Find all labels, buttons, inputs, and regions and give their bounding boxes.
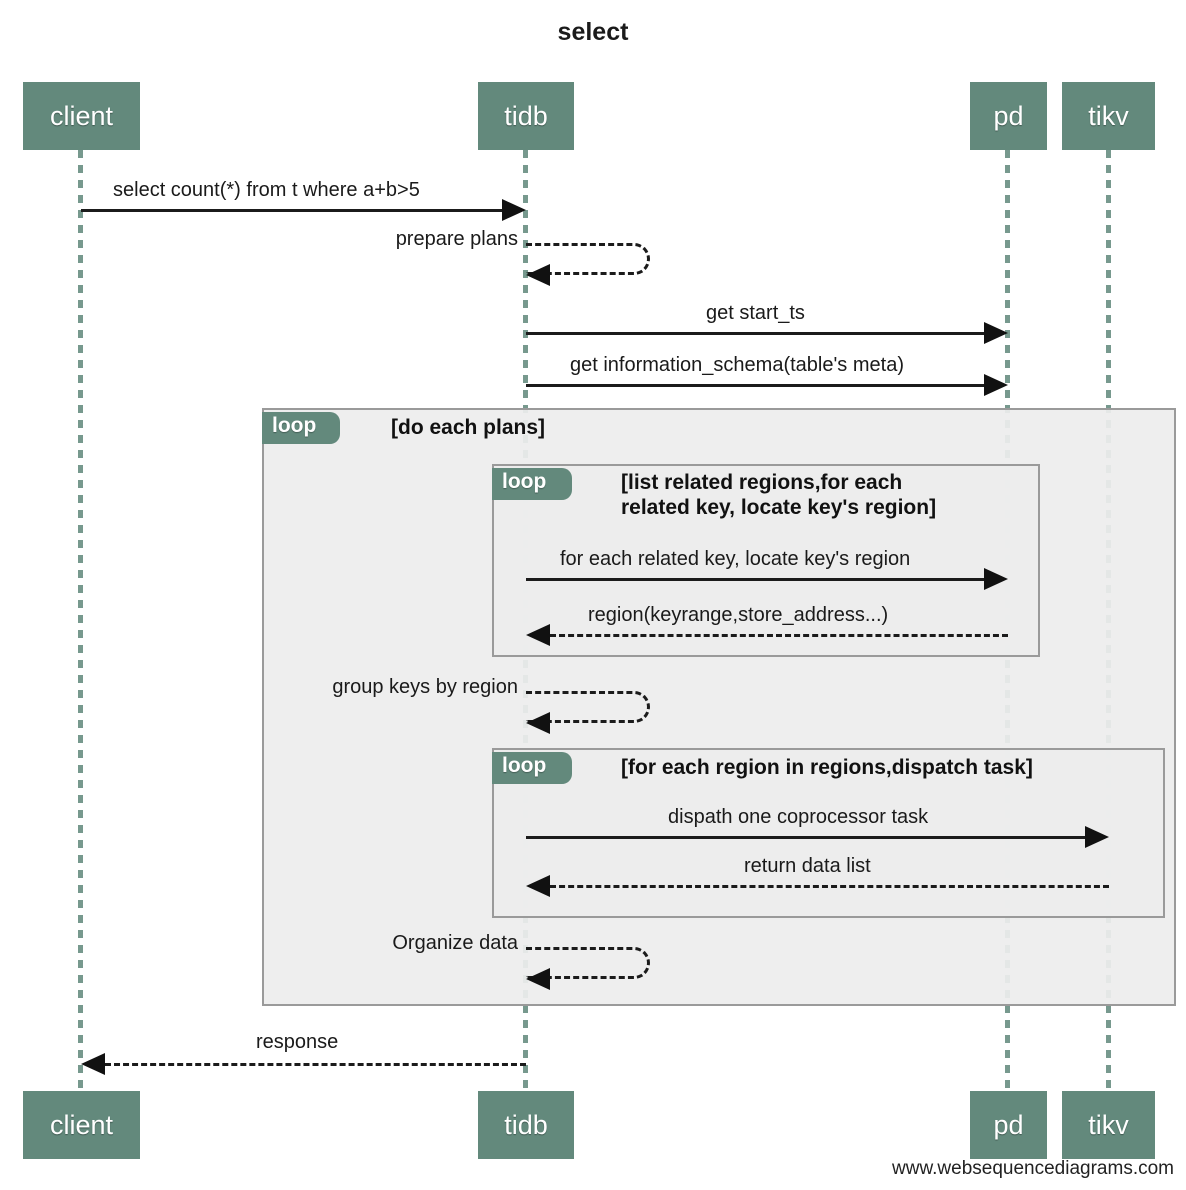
- fragment-loop-list-related-regions: [492, 464, 1040, 657]
- arrowhead-left-icon: [526, 712, 550, 734]
- participant-tidb-bottom[interactable]: tidb: [478, 1091, 574, 1159]
- self-message-loop: [526, 947, 650, 979]
- arrowhead-left-icon: [526, 264, 550, 286]
- fragment-label-inner-2: loop: [492, 752, 572, 784]
- participant-pd-bottom[interactable]: pd: [970, 1091, 1047, 1159]
- message-line: [550, 885, 1109, 888]
- lifeline-client: [78, 150, 83, 1091]
- arrowhead-right-icon: [1085, 826, 1109, 848]
- page-title: select: [557, 18, 629, 46]
- message-label: return data list: [744, 855, 871, 877]
- arrowhead-right-icon: [984, 568, 1008, 590]
- fragment-condition-inner-2: [for each region in regions,dispatch tas…: [621, 756, 1033, 779]
- self-message-loop: [526, 691, 650, 723]
- fragment-condition-inner-1: [list related regions,for each related k…: [621, 471, 937, 520]
- arrowhead-left-icon: [526, 968, 550, 990]
- message-label: get start_ts: [706, 302, 805, 324]
- message-line: [526, 836, 1085, 839]
- fragment-label-inner-1: loop: [492, 468, 572, 500]
- arrowhead-right-icon: [984, 322, 1008, 344]
- self-message-loop: [526, 243, 650, 275]
- message-label: Organize data: [392, 932, 518, 954]
- participant-tikv-top[interactable]: tikv: [1062, 82, 1155, 150]
- arrowhead-left-icon: [526, 624, 550, 646]
- fragment-label-outer: loop: [262, 412, 340, 444]
- participant-client-top[interactable]: client: [23, 82, 140, 150]
- message-label: for each related key, locate key's regio…: [560, 548, 911, 570]
- arrowhead-left-icon: [81, 1053, 105, 1075]
- message-line: [105, 1063, 526, 1066]
- participant-pd-top[interactable]: pd: [970, 82, 1047, 150]
- message-label: get information_schema(table's meta): [570, 354, 904, 376]
- participant-tikv-bottom[interactable]: tikv: [1062, 1091, 1155, 1159]
- message-label: prepare plans: [395, 228, 518, 250]
- message-line: [526, 578, 984, 581]
- message-line: [526, 384, 984, 387]
- message-line: [81, 209, 502, 212]
- message-label: dispath one coprocessor task: [668, 806, 929, 828]
- message-line: [550, 634, 1008, 637]
- fragment-loop-dispatch-task: [492, 748, 1165, 918]
- arrowhead-left-icon: [526, 875, 550, 897]
- arrowhead-right-icon: [984, 374, 1008, 396]
- participant-client-bottom[interactable]: client: [23, 1091, 140, 1159]
- fragment-condition-outer: [do each plans]: [391, 416, 546, 439]
- message-label: group keys by region: [332, 676, 518, 698]
- participant-tidb-top[interactable]: tidb: [478, 82, 574, 150]
- message-label: response: [256, 1031, 339, 1053]
- message-label: region(keyrange,store_address...): [588, 604, 889, 626]
- arrowhead-right-icon: [502, 199, 526, 221]
- message-line: [526, 332, 984, 335]
- message-label: select count(*) from t where a+b>5: [113, 179, 420, 201]
- footer-watermark: www.websequencediagrams.com: [892, 1158, 1174, 1179]
